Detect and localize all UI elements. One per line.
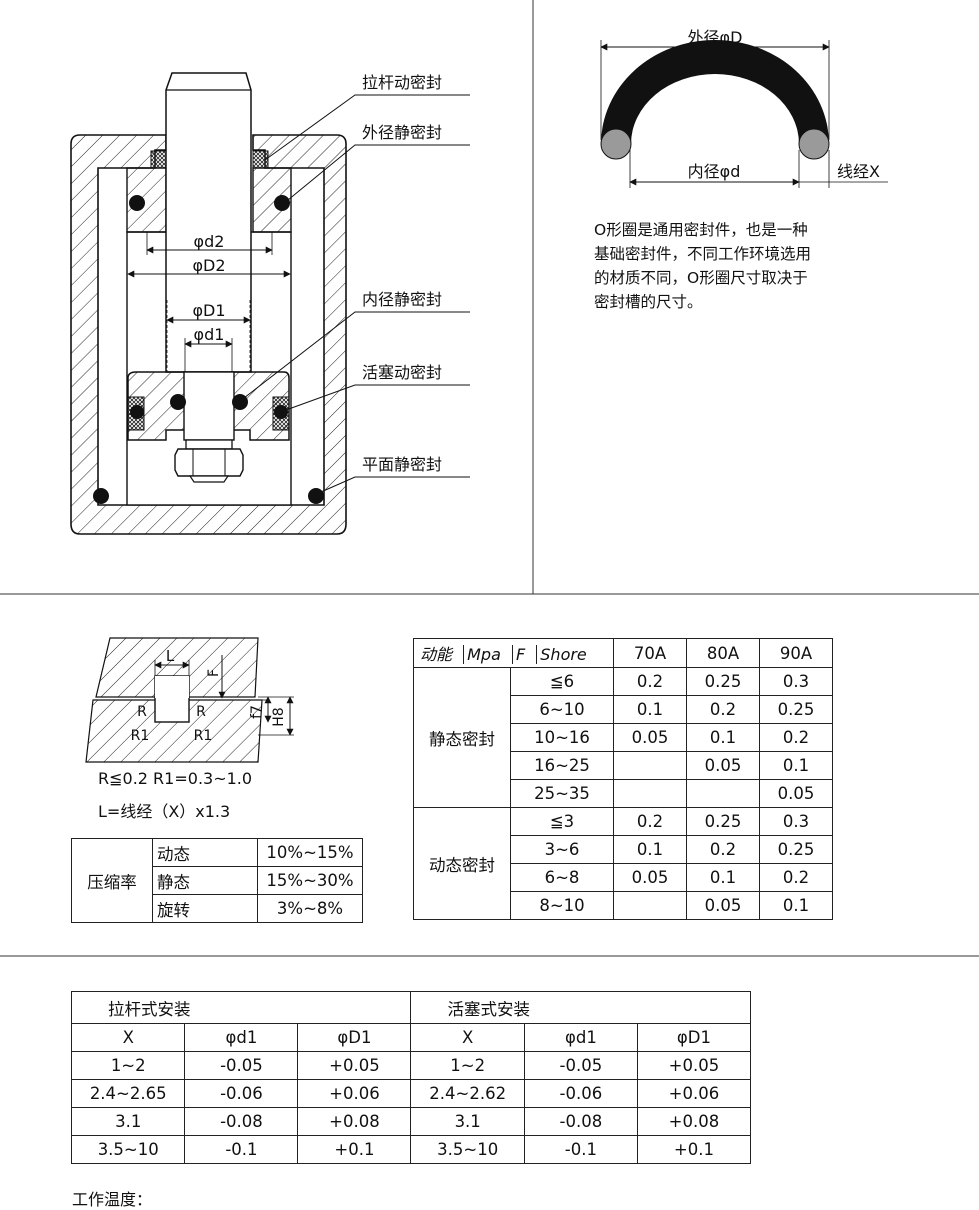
dim-d2-label: φd2 — [194, 232, 225, 251]
groove-F-label: F — [206, 669, 222, 677]
label-face-static-seal: 平面静密封 — [362, 455, 442, 474]
work-temperature-label: 工作温度： — [72, 1190, 153, 1209]
groove-H8-label: H8 — [271, 707, 287, 726]
groove-L-label: L — [166, 647, 175, 665]
oring-drawing — [600, 40, 888, 188]
label-piston-dynamic-seal: 活塞动密封 — [362, 363, 442, 382]
oring-inner-diameter-label: 内径φd — [688, 162, 741, 181]
oring-outer-diameter-label: 外径φD — [688, 28, 743, 47]
cylinder-section-drawing — [70, 72, 470, 535]
groove-R-right-label: R — [196, 704, 206, 720]
groove-R1-left-label: R1 — [131, 728, 150, 744]
dim-d1-label: φd1 — [194, 325, 225, 344]
pressure-table-corner-header: 动能 Mpa F Shore — [413, 638, 614, 668]
groove-length-note: L=线经（X）x1.3 — [98, 802, 231, 821]
groove-radius-note: R≦0.2 R1=0.3~1.0 — [98, 769, 253, 788]
dynamic-seal-group-label: 动态密封 — [413, 807, 511, 920]
label-rod-dynamic-seal: 拉杆动密封 — [362, 73, 442, 92]
groove-f7-label: f7 — [249, 705, 265, 719]
dim-D1-label: φD1 — [192, 301, 225, 320]
compression-rate-table: 压缩率 动态 10%~15% 静态 15%~30% 旋转 3%~8% — [71, 838, 363, 923]
groove-detail-drawing — [85, 637, 294, 763]
compression-rate-label: 压缩率 — [71, 838, 153, 923]
oring-description: O形圈是通用密封件，也是一种 基础密封件，不同工作环境选用 的材质不同，O形圈尺… — [594, 221, 812, 311]
label-outer-static-seal: 外径静密封 — [362, 123, 442, 142]
dim-D2-label: φD2 — [192, 256, 225, 275]
label-inner-static-seal: 内径静密封 — [362, 290, 442, 309]
oring-wire-diameter-label: 线经X — [837, 162, 880, 181]
piston-install-section-header: 活塞式安装 — [410, 991, 751, 1024]
pressure-hardness-table: 动能 Mpa F Shore 70A 80A 90A 静态密封 ≦6 0.2 0… — [413, 638, 833, 920]
installation-tolerance-table: 拉杆式安装 活塞式安装 X φd1 φD1 X φd1 φD1 1~2 -0.0… — [70, 991, 752, 1164]
rod-install-section-header: 拉杆式安装 — [70, 991, 412, 1024]
static-seal-group-label: 静态密封 — [413, 667, 511, 808]
groove-R-left-label: R — [137, 704, 147, 720]
groove-R1-right-label: R1 — [194, 728, 213, 744]
